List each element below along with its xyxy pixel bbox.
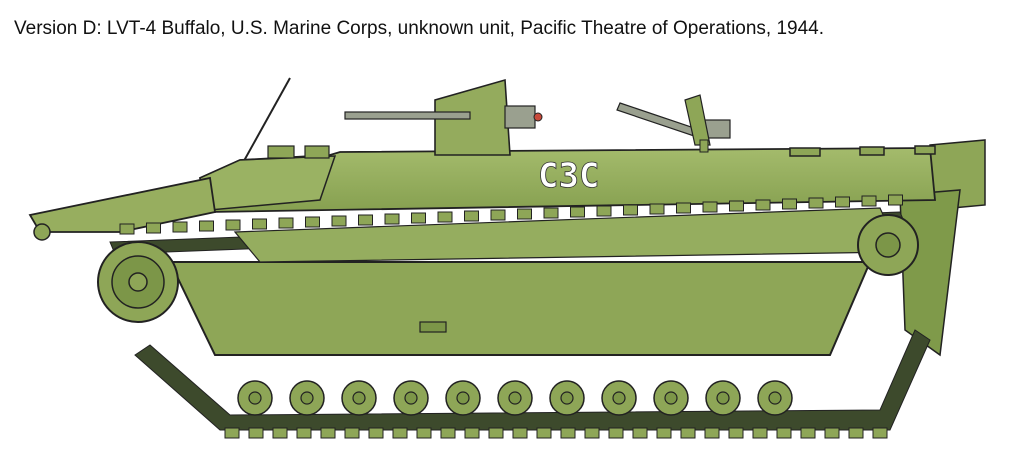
track-link-icon <box>861 195 877 207</box>
road-wheel-icon <box>497 380 533 416</box>
track-link-icon <box>252 218 267 230</box>
track-link-icon <box>608 427 624 439</box>
road-wheel-icon <box>97 241 179 323</box>
track-link-icon <box>824 427 840 439</box>
rear-lower-plate <box>899 189 961 357</box>
track-link-icon <box>224 427 240 439</box>
track-link-icon <box>416 427 432 439</box>
track-link-icon <box>888 194 903 206</box>
track-link-icon <box>752 427 768 439</box>
track-link-icon <box>632 427 648 439</box>
track-link-icon <box>464 210 479 222</box>
track-link-icon <box>584 427 600 439</box>
track-link-icon <box>704 427 720 439</box>
lower-track <box>134 329 931 439</box>
track-link-icon <box>119 223 135 235</box>
track-link-icon <box>331 215 347 227</box>
road-wheel-icon <box>289 380 325 416</box>
track-link-icon <box>248 427 264 439</box>
machine-gun-icon <box>344 105 543 129</box>
side-sponson <box>168 261 872 356</box>
track-link-icon <box>172 221 188 233</box>
track-link-icon <box>146 222 161 234</box>
track-link-icon <box>225 219 241 231</box>
antenna <box>239 77 291 169</box>
road-wheels <box>237 380 793 416</box>
road-wheel-icon <box>237 380 273 416</box>
track-link-icon <box>729 200 744 212</box>
track-link-icon <box>570 206 585 218</box>
track-link-icon <box>656 427 672 439</box>
track-link-icon <box>596 205 612 217</box>
road-wheel-icon <box>393 380 429 416</box>
track-link-icon <box>560 427 576 439</box>
track-link-icon <box>776 427 792 439</box>
track-link-icon <box>800 427 816 439</box>
track-link-icon <box>782 198 797 210</box>
tow-eye <box>33 223 51 241</box>
track-link-icon <box>848 427 864 439</box>
deck-rails <box>789 145 936 157</box>
road-wheel-icon <box>705 380 741 416</box>
track-link-icon <box>296 427 312 439</box>
track-link-icon <box>488 427 504 439</box>
hatch-left <box>267 145 295 159</box>
track-link-icon <box>464 427 480 439</box>
road-wheel-icon <box>445 380 481 416</box>
track-link-icon <box>437 211 453 223</box>
road-wheel-icon <box>341 380 377 416</box>
track-link-icon <box>368 427 384 439</box>
track-link-icon <box>623 204 638 216</box>
track-link-icon <box>755 199 771 211</box>
track-link-icon <box>680 427 696 439</box>
road-wheel-icon <box>601 380 637 416</box>
track-link-icon <box>278 217 294 229</box>
track-link-icon <box>272 427 288 439</box>
track-link-icon <box>440 427 456 439</box>
road-wheel-icon <box>653 380 689 416</box>
road-wheel-icon <box>757 380 793 416</box>
track-link-icon <box>702 201 718 213</box>
track-link-icon <box>320 427 336 439</box>
track-link-icon <box>728 427 744 439</box>
hatch-right <box>304 145 330 159</box>
track-link-icon <box>872 427 888 439</box>
track-link-icon <box>536 427 552 439</box>
hull-code: C3C <box>538 156 599 196</box>
track-link-icon <box>808 197 824 209</box>
caption: Version D: LVT-4 Buffalo, U.S. Marine Co… <box>14 18 825 39</box>
rear-machine-gun-icon <box>616 94 731 153</box>
rear-idler-icon <box>857 214 919 276</box>
track-link-icon <box>358 214 373 226</box>
track-link-icon <box>835 196 850 208</box>
track-link-icon <box>543 207 559 219</box>
track-link-icon <box>512 427 528 439</box>
track-link-icon <box>199 220 214 232</box>
track-link-icon <box>676 202 691 214</box>
track-link-icon <box>649 203 665 215</box>
track-link-icon <box>490 209 506 221</box>
track-link-icon <box>411 212 426 224</box>
track-link-icon <box>305 216 320 228</box>
side-vent <box>419 321 447 333</box>
track-link-icon <box>384 213 400 225</box>
track-link-icon <box>344 427 360 439</box>
road-wheel-icon <box>549 380 585 416</box>
track-link-icon <box>392 427 408 439</box>
track-link-icon <box>517 208 532 220</box>
